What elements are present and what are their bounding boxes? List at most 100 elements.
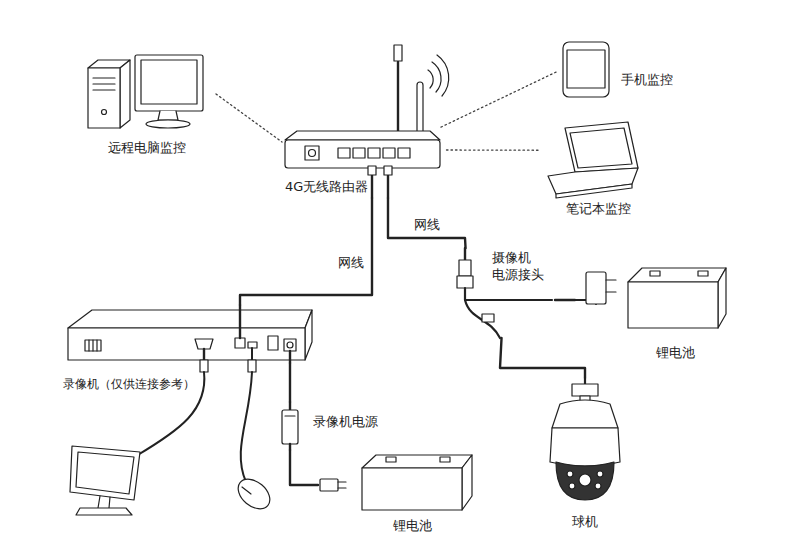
lan-port — [368, 148, 380, 158]
lan-port — [398, 148, 410, 158]
power-socket-hole — [287, 342, 293, 348]
vga-port — [195, 339, 213, 349]
device-label: 手机监控 — [620, 72, 674, 89]
drive-slot — [93, 77, 115, 78]
device-label: 录像机电源 — [312, 414, 379, 431]
camera-lens — [579, 474, 591, 486]
mouse-button — [242, 487, 251, 494]
phone-node: 手机监控 — [556, 38, 681, 100]
mouse-body — [232, 473, 275, 515]
rj45-coupler — [457, 276, 473, 288]
laptop-display — [570, 128, 632, 168]
cable-label: 网线 — [336, 255, 366, 272]
device-label: 球机 — [571, 514, 599, 531]
camera-body — [550, 428, 620, 466]
device-label: 4G无线路由器 — [284, 179, 369, 196]
monitor-base — [146, 120, 190, 128]
monitor-base — [76, 508, 132, 515]
monitor-frame — [70, 446, 140, 500]
dvr-vent-line — [88, 340, 89, 351]
rj45-plug — [394, 45, 402, 61]
device-label: 远程电脑监控 — [80, 140, 214, 157]
camera-led — [595, 483, 601, 489]
laptop-edge — [556, 184, 632, 198]
cable-stub — [464, 248, 466, 260]
monitor-neck — [98, 496, 110, 508]
tower-front — [88, 68, 120, 128]
adapter-brick — [282, 410, 298, 444]
usb-plug — [248, 360, 256, 372]
cable — [290, 450, 318, 485]
battery-terminal — [386, 457, 396, 462]
adapter-line — [285, 415, 295, 416]
devices — [68, 42, 726, 515]
laptop-screen — [565, 122, 638, 172]
monitor-screen — [141, 60, 197, 104]
laptop-node: 笔记本监控 — [538, 118, 648, 222]
tower-side — [120, 60, 130, 128]
adapter-node: 录像机电源 — [280, 402, 386, 450]
camera-led — [567, 471, 573, 477]
dc-wire — [465, 288, 552, 300]
router-node: 4G无线路由器 — [282, 128, 444, 198]
drive-slot — [93, 89, 115, 90]
cable — [289, 363, 291, 402]
lan-port — [383, 148, 395, 158]
wifi-wave — [432, 62, 441, 92]
camera-cap — [552, 400, 618, 428]
wireless-link — [439, 72, 556, 128]
monitor-neck — [158, 111, 178, 120]
camera-led — [597, 471, 603, 477]
battery-side — [462, 455, 472, 510]
rj45-plug — [368, 166, 376, 175]
rj45-plug — [459, 260, 471, 276]
plug-prong — [338, 481, 346, 482]
wifi-wave — [428, 70, 433, 88]
dvr-vent-line — [96, 340, 97, 351]
splitter-node: 摄像机 电源接头 — [445, 248, 555, 338]
battery-front — [362, 468, 462, 510]
rj45-plug — [384, 166, 392, 175]
power-button — [102, 110, 107, 115]
mouse-cable — [241, 372, 252, 482]
battery-terminal — [440, 457, 450, 462]
device-label: 锂电池 — [392, 518, 433, 535]
device-label: 笔记本监控 — [565, 201, 632, 218]
wifi-wave — [437, 55, 449, 96]
device-label: 摄像机 电源接头 — [491, 250, 553, 284]
device-label: 锂电池 — [655, 345, 696, 362]
plug-prong — [606, 291, 616, 292]
cable-stub — [289, 402, 291, 410]
cable-stub — [289, 351, 291, 363]
mouse-cable — [251, 348, 253, 360]
battery-terminal — [650, 271, 660, 276]
lan-port — [338, 148, 350, 158]
wireless-link — [216, 94, 282, 142]
router-front — [285, 140, 440, 168]
power-switch — [268, 336, 278, 350]
lan-port — [353, 148, 365, 158]
battery-front — [628, 282, 718, 328]
camera-dome — [556, 462, 614, 500]
power-plug — [320, 479, 338, 491]
usb-port — [248, 342, 257, 348]
dvr-vent — [85, 340, 101, 351]
cable-stub — [239, 305, 241, 338]
drive-slot — [93, 83, 115, 84]
camera-wire — [465, 300, 500, 338]
battery-node: 锂电池 — [575, 255, 730, 367]
battery-terminal — [698, 271, 708, 276]
vga-plug — [200, 360, 208, 372]
monitor-frame — [135, 55, 203, 111]
camera-led — [569, 483, 575, 489]
cable — [555, 299, 575, 301]
power-socket — [284, 339, 296, 351]
phone-screen — [567, 50, 605, 88]
dvr-top — [68, 310, 312, 328]
dvr-front — [68, 328, 305, 360]
pc-node: 远程电脑监控 — [80, 50, 216, 160]
cable — [240, 198, 372, 305]
